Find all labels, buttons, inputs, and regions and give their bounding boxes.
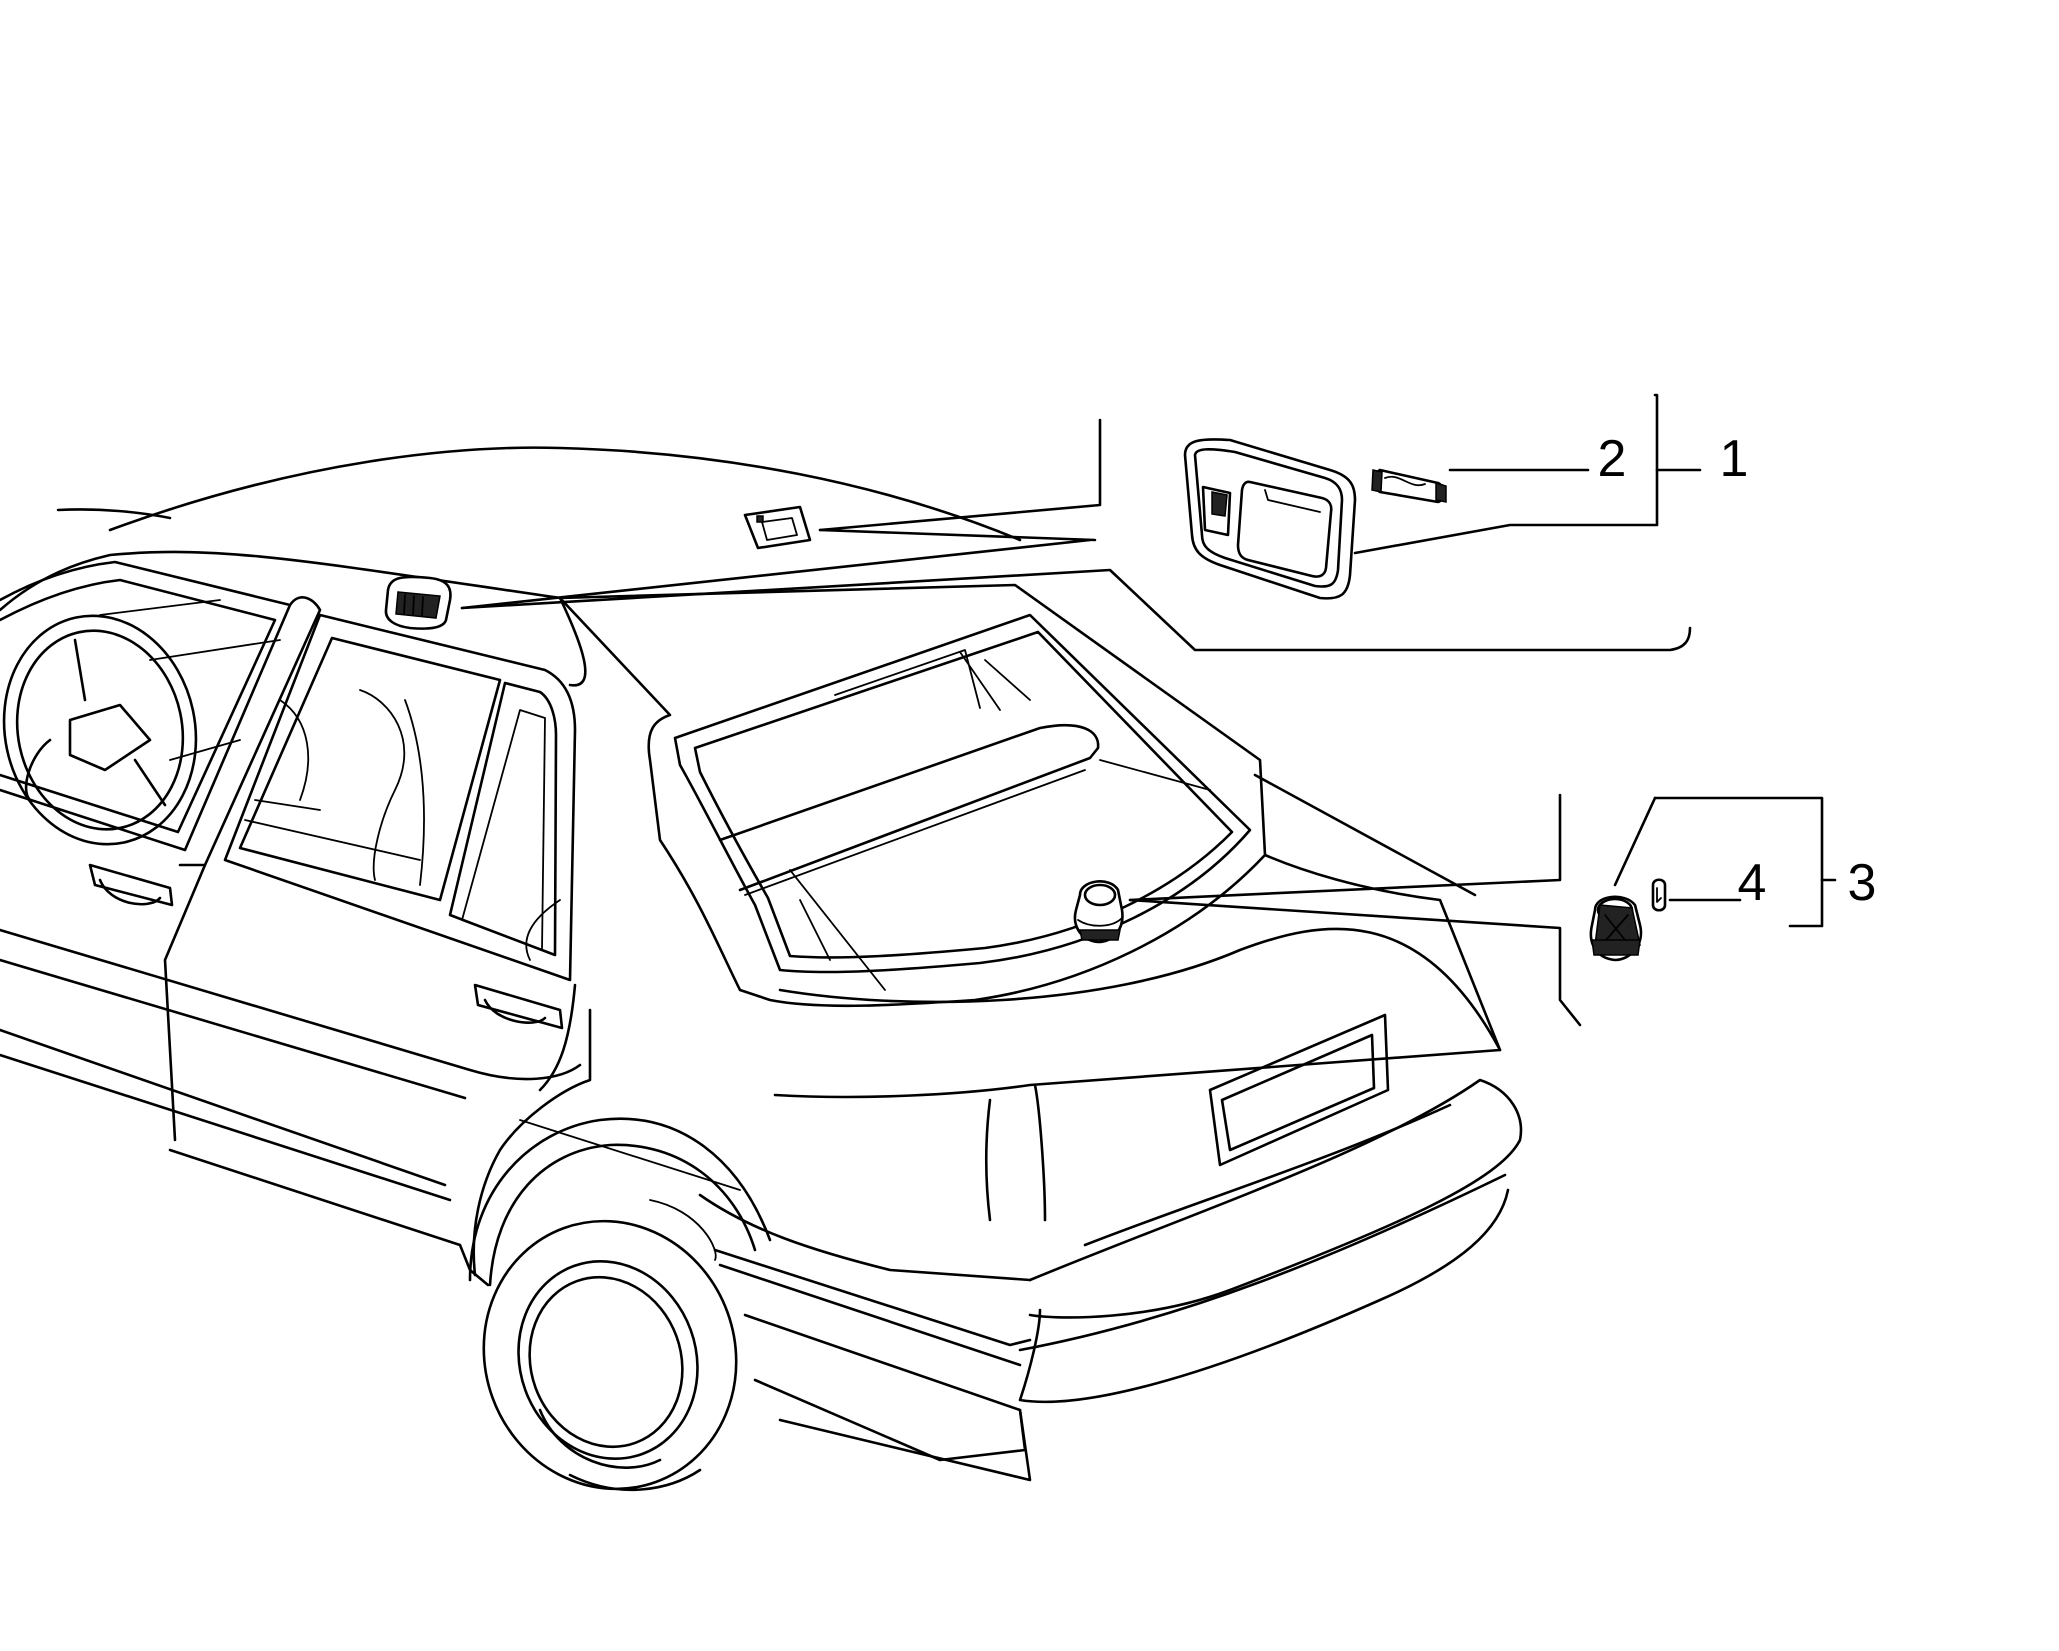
callout-brackets xyxy=(1353,393,1837,928)
trunk-lamp-on-car xyxy=(1073,880,1124,944)
rear-window xyxy=(673,613,1252,974)
license-plate-recess xyxy=(1208,1013,1390,1167)
leader-lines xyxy=(460,418,1692,1027)
callout-1: 1 xyxy=(1720,430,1749,488)
front-roof-lamp xyxy=(384,575,452,630)
front-door-handle xyxy=(88,863,174,907)
roof-lamp-small xyxy=(743,505,812,550)
wedge-bulb xyxy=(1651,878,1667,912)
steering-wheel xyxy=(2,614,198,846)
trunk-lamp-detail xyxy=(1589,878,1667,962)
festoon-bulb xyxy=(1374,468,1445,504)
rear-wheel xyxy=(482,1219,738,1491)
callout-3: 3 xyxy=(1848,854,1877,912)
trunk-lid xyxy=(773,927,1502,1099)
car-roof xyxy=(108,446,1022,542)
callout-2: 2 xyxy=(1598,430,1627,488)
rear-wheel-arch xyxy=(468,1117,772,1282)
rear-door-handle xyxy=(473,983,564,1030)
ceiling-lamp-detail xyxy=(1183,438,1447,600)
callout-4: 4 xyxy=(1738,854,1767,912)
rear-bumper xyxy=(1028,1078,1523,1319)
rear-side-window xyxy=(223,613,577,982)
car-illustration xyxy=(0,446,1523,1492)
